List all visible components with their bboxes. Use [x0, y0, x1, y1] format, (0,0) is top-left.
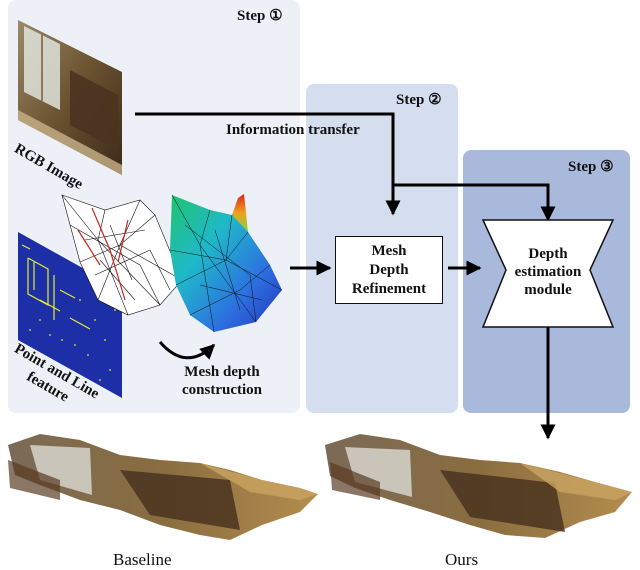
depth-estimation-line2: estimation [514, 264, 582, 280]
step1-label: Step ① [237, 8, 283, 24]
colored-mesh [169, 194, 283, 333]
mesh-refinement-line1: Mesh [371, 242, 407, 259]
ours-caption: Ours [445, 550, 479, 569]
step3-label: Step ③ [568, 159, 614, 175]
wireframe-mesh [61, 194, 183, 316]
information-transfer-line [135, 112, 401, 216]
baseline-caption: Baseline [113, 550, 172, 569]
rgb-image-thumbnail [18, 20, 122, 175]
step2-label: Step ② [396, 92, 442, 108]
mesh-depth-construction-line2: construction [182, 382, 262, 398]
mesh-construction-arrow [158, 341, 216, 360]
mesh-depth-refinement-box: Mesh Depth Refinement [335, 236, 443, 304]
depth-estimation-line1: Depth [528, 246, 568, 262]
mesh-refinement-line3: Refinement [351, 280, 427, 297]
information-transfer-label: Information transfer [226, 122, 360, 138]
depth-estimation-module-shape [481, 219, 615, 328]
depth-estimation-line3: module [524, 282, 572, 298]
ours-reconstruction [325, 434, 632, 538]
wireframe-mesh-edges [77, 207, 129, 301]
mesh-refinement-line2: Depth [369, 261, 409, 278]
baseline-reconstruction [8, 434, 318, 540]
point-line-feature-thumbnail [18, 232, 122, 398]
information-transfer-branch [393, 183, 556, 222]
depth-estimation-module-label: Depth estimation module [498, 245, 598, 299]
mesh-depth-construction-label: Mesh depth construction [172, 363, 272, 399]
mesh-depth-construction-line1: Mesh depth [184, 364, 260, 380]
